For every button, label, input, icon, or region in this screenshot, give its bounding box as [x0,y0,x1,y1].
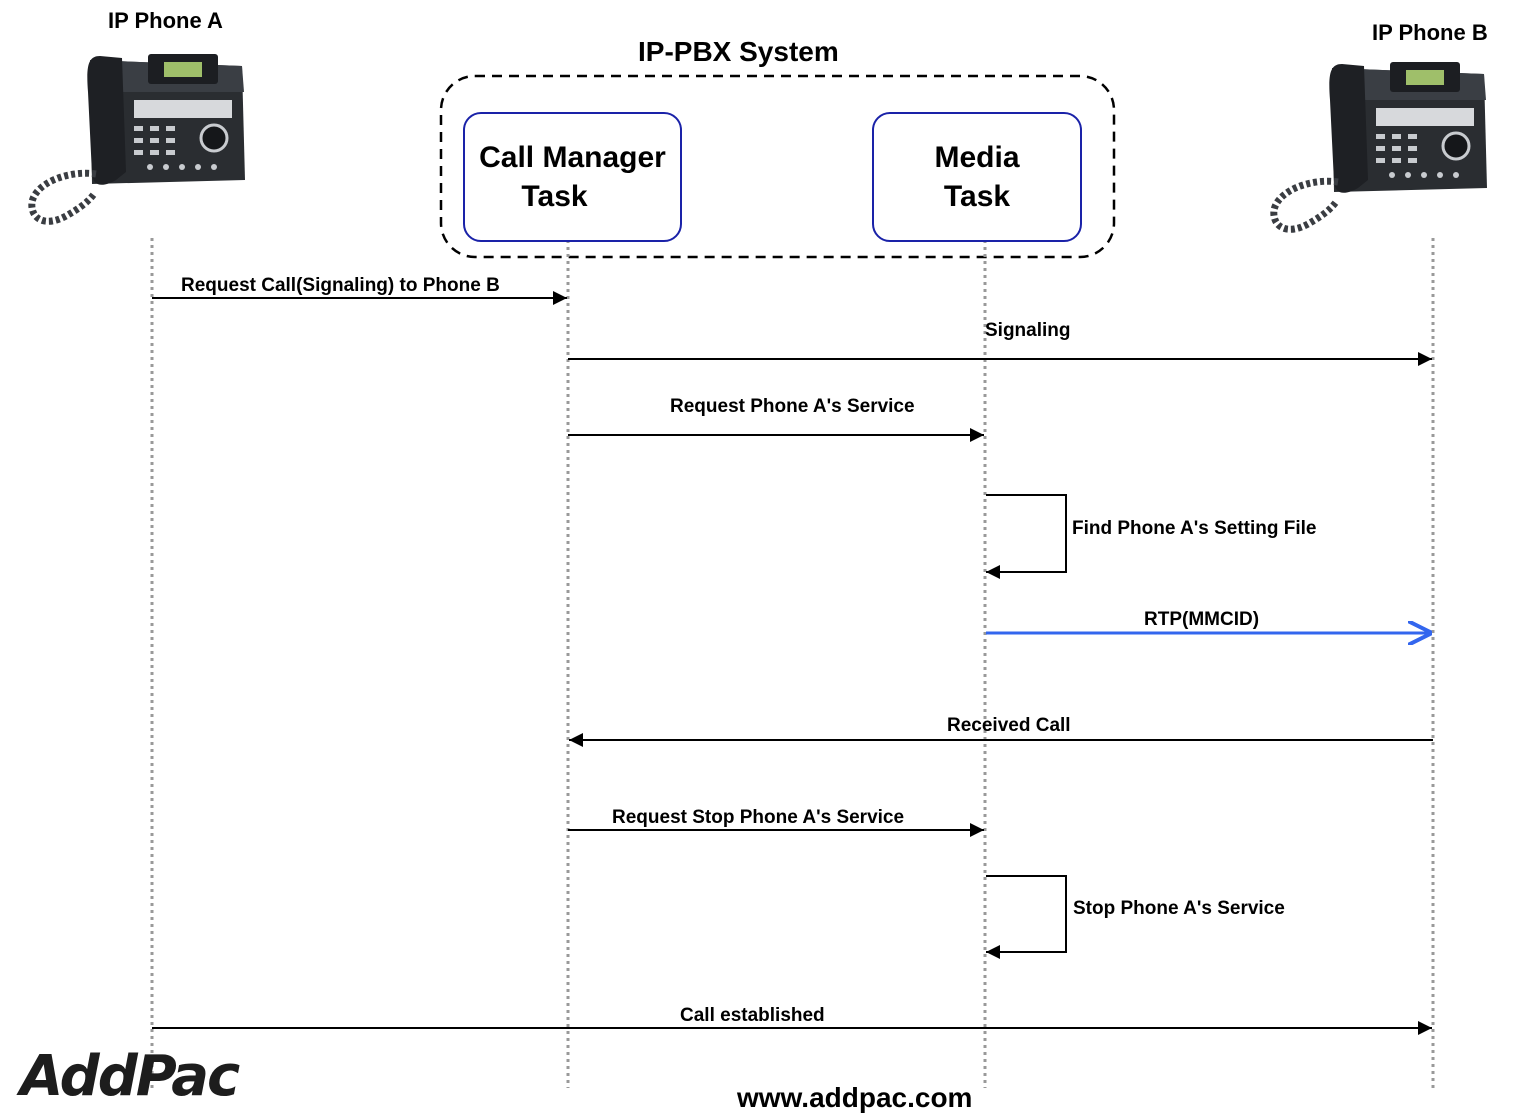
call-manager-task-line2: Task [521,180,588,213]
ip-phone-icon [1270,62,1487,233]
message-arrow-stop-service [986,875,1067,959]
message-label-stop-service: Stop Phone A's Service [1073,898,1285,919]
media-task-line1: Media [934,141,1020,174]
message-label-received-call: Received Call [947,715,1071,736]
media-task-line2: Task [943,180,1011,213]
message-label-request-call: Request Call(Signaling) to Phone B [181,275,500,296]
message-label-find-setting-file: Find Phone A's Setting File [1072,518,1317,539]
system-title: IP-PBX System [638,36,839,67]
call-manager-task-box: Call Manager Task [463,112,682,242]
message-label-call-established: Call established [680,1005,825,1026]
call-manager-task-line1: Call Manager [479,141,666,174]
ip-pbx-system-boundary [439,74,1116,259]
addpac-logo: AddPac [20,1044,240,1109]
media-task-box: Media Task [872,112,1082,242]
phone-a-title: IP Phone A [108,8,223,33]
message-label-signaling: Signaling [985,320,1071,341]
message-label-rtp: RTP(MMCID) [1144,609,1260,630]
phone-b-title: IP Phone B [1372,20,1488,45]
footer-url: www.addpac.com [737,1082,973,1113]
message-label-request-service: Request Phone A's Service [670,396,915,417]
message-arrow-find-setting-file [986,494,1067,579]
message-label-request-stop: Request Stop Phone A's Service [612,807,905,828]
ip-phone-icon [28,54,245,225]
